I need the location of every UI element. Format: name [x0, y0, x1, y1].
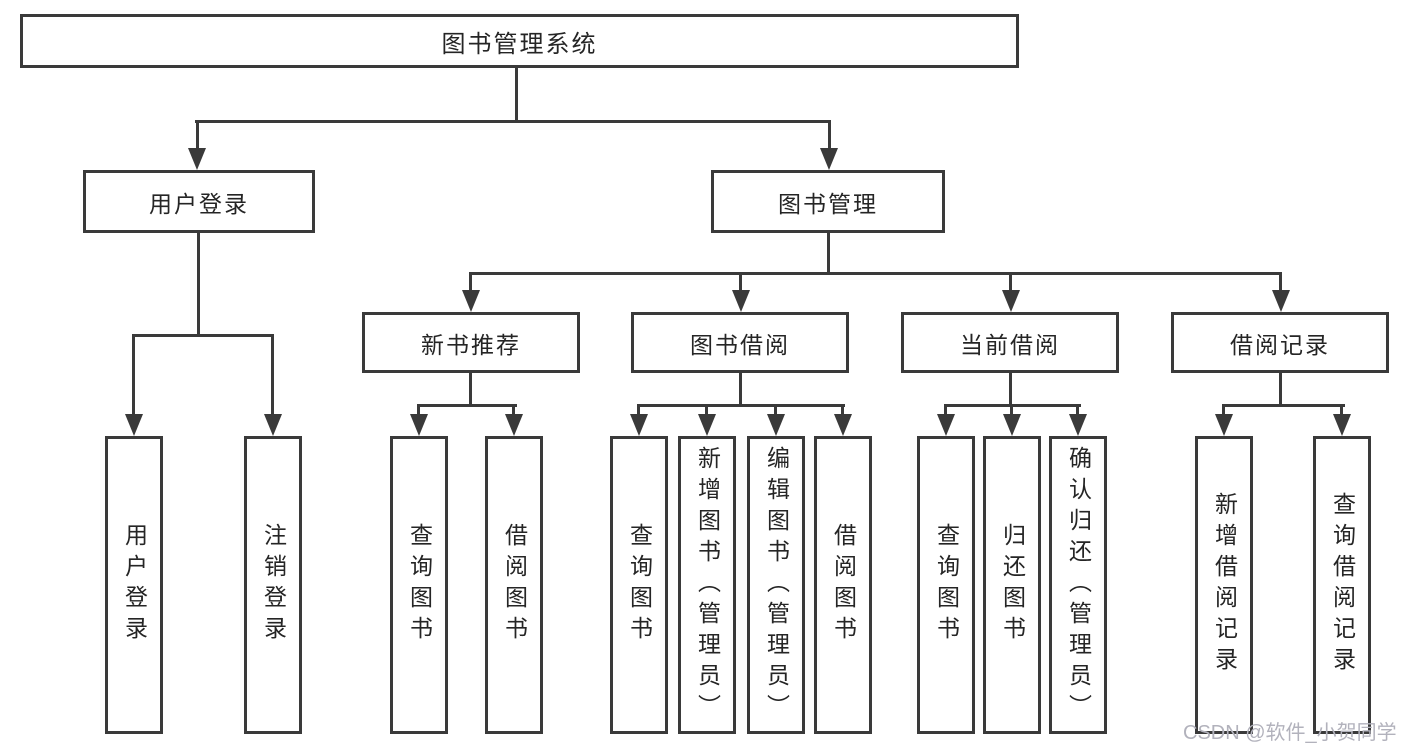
connector-line — [469, 272, 472, 292]
arrow-head — [1333, 414, 1351, 436]
connector-line — [739, 373, 742, 407]
arrow-head — [820, 148, 838, 170]
connector-line — [1222, 404, 1225, 416]
arrow-head — [1272, 290, 1290, 312]
connector-line — [515, 68, 518, 123]
connector-line — [417, 404, 517, 407]
leaf-query-borrow-record: 查询借阅记录 — [1313, 436, 1371, 734]
node-user-login: 用户登录 — [83, 170, 315, 233]
connector-line — [1010, 404, 1013, 416]
arrow-head — [732, 290, 750, 312]
node-book-management: 图书管理 — [711, 170, 945, 233]
leaf-user-login: 用户登录 — [105, 436, 163, 734]
connector-line — [944, 404, 947, 416]
connector-line — [1009, 272, 1012, 292]
arrow-head — [767, 414, 785, 436]
leaf-borrow-books-borrowing: 借阅图书 — [814, 436, 872, 734]
connector-line — [132, 334, 135, 416]
arrow-head — [1002, 290, 1020, 312]
connector-line — [197, 233, 200, 337]
connector-line — [637, 404, 845, 407]
node-library-management-system: 图书管理系统 — [20, 14, 1019, 68]
connector-line — [828, 120, 831, 150]
leaf-query-books-recommend: 查询图书 — [390, 436, 448, 734]
connector-line — [841, 404, 844, 416]
arrow-head — [698, 414, 716, 436]
arrow-head — [1215, 414, 1233, 436]
arrow-head — [264, 414, 282, 436]
connector-line — [1076, 404, 1079, 416]
watermark: CSDN @软件_小贺同学 — [1183, 722, 1397, 744]
connector-line — [195, 120, 831, 123]
leaf-add-book-admin: 新增图书（管理员） — [678, 436, 736, 734]
arrow-head — [1003, 414, 1021, 436]
leaf-query-books-current: 查询图书 — [917, 436, 975, 734]
connector-line — [1279, 272, 1282, 292]
connector-line — [271, 334, 274, 416]
leaf-query-books-borrowing: 查询图书 — [610, 436, 668, 734]
connector-line — [827, 233, 830, 275]
connector-line — [774, 404, 777, 416]
connector-line — [417, 404, 420, 416]
connector-line — [739, 272, 742, 292]
leaf-logout: 注销登录 — [244, 436, 302, 734]
connector-line — [132, 334, 274, 337]
node-current-borrowing: 当前借阅 — [901, 312, 1119, 373]
arrow-head — [410, 414, 428, 436]
connector-line — [637, 404, 640, 416]
connector-line — [1222, 404, 1345, 407]
arrow-head — [125, 414, 143, 436]
leaf-borrow-books-recommend: 借阅图书 — [485, 436, 543, 734]
arrow-head — [834, 414, 852, 436]
connector-line — [469, 272, 1282, 275]
node-new-book-recommendation: 新书推荐 — [362, 312, 580, 373]
arrow-head — [462, 290, 480, 312]
leaf-edit-book-admin: 编辑图书（管理员） — [747, 436, 805, 734]
connector-line — [1279, 373, 1282, 407]
arrow-head — [630, 414, 648, 436]
arrow-head — [505, 414, 523, 436]
connector-line — [1009, 373, 1012, 407]
arrow-head — [1069, 414, 1087, 436]
connector-line — [1340, 404, 1343, 416]
connector-line — [512, 404, 515, 416]
arrow-head — [937, 414, 955, 436]
leaf-add-borrow-record: 新增借阅记录 — [1195, 436, 1253, 734]
node-book-borrowing: 图书借阅 — [631, 312, 849, 373]
arrow-head — [188, 148, 206, 170]
leaf-confirm-return-admin: 确认归还（管理员） — [1049, 436, 1107, 734]
leaf-return-books: 归还图书 — [983, 436, 1041, 734]
connector-line — [469, 373, 472, 407]
connector-line — [196, 120, 199, 150]
connector-line — [705, 404, 708, 416]
node-borrowing-records: 借阅记录 — [1171, 312, 1389, 373]
